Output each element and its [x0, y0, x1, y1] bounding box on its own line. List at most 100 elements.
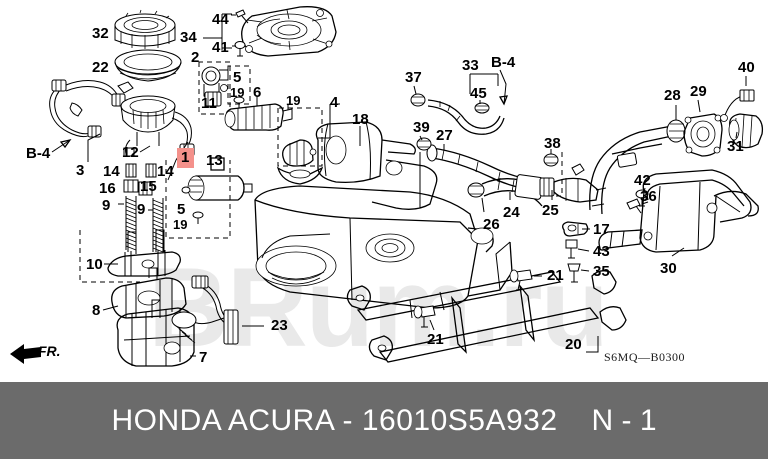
leader-12: [139, 145, 151, 153]
callout-23[interactable]: 23: [271, 317, 288, 334]
part-21a-bolt: [509, 269, 533, 291]
banner-part-title: HONDA ACURA - 16010S5A932: [111, 403, 558, 437]
callout-33[interactable]: 33: [462, 57, 479, 74]
leader-b4-top: [499, 69, 507, 105]
leader-43: [577, 248, 590, 252]
callout-13[interactable]: 13: [206, 152, 223, 169]
callout-45[interactable]: 45: [470, 85, 487, 102]
part-38-clamp: [543, 153, 559, 167]
part-21b-bolt: [413, 305, 436, 328]
leader-3: [87, 133, 101, 162]
leader-4: [322, 103, 340, 139]
banner-page-number: N - 1: [591, 403, 657, 437]
callout-19-upper[interactable]: 19: [230, 85, 245, 100]
callout-31[interactable]: 31: [727, 138, 744, 155]
part-filler-neck: [571, 119, 686, 215]
group-19-box: [277, 107, 323, 167]
section-label-b4-top[interactable]: B-4: [491, 54, 516, 71]
callout-19-mid[interactable]: 19: [286, 93, 301, 108]
callout-30[interactable]: 30: [660, 260, 677, 277]
leader-37: [413, 85, 417, 95]
part-36-bolt: [626, 198, 642, 214]
callout-37[interactable]: 37: [405, 69, 422, 86]
callout-16[interactable]: 16: [99, 180, 116, 197]
callout-14-left[interactable]: 14: [103, 163, 120, 180]
leader-35: [580, 269, 590, 272]
part-1-fuel-filter: [187, 175, 253, 201]
callout-35[interactable]: 35: [593, 263, 610, 280]
part-45-clamp: [474, 102, 490, 114]
part-34-base-plate: [241, 6, 337, 57]
callout-36[interactable]: 36: [640, 188, 657, 205]
part-25-joint: [539, 177, 599, 203]
callout-18[interactable]: 18: [352, 111, 369, 128]
callout-20[interactable]: 20: [565, 336, 582, 353]
callout-5-lower[interactable]: 5: [177, 201, 186, 218]
diagram-canvas[interactable]: BRum.ru: [0, 0, 768, 382]
callout-28[interactable]: 28: [664, 87, 681, 104]
leader-8: [102, 305, 119, 311]
part-16: [123, 179, 139, 193]
callout-10[interactable]: 10: [86, 256, 103, 273]
front-direction-label: FR.: [38, 343, 61, 359]
callout-40[interactable]: 40: [738, 59, 755, 76]
callout-12[interactable]: 12: [122, 144, 139, 161]
callout-2[interactable]: 2: [191, 49, 200, 66]
exploded-parts-artwork: [49, 6, 764, 367]
callout-11[interactable]: 11: [201, 95, 217, 112]
callout-3[interactable]: 3: [76, 162, 85, 179]
callout-21-lower[interactable]: 21: [427, 331, 444, 348]
callout-9-right[interactable]: 9: [137, 201, 146, 218]
part-9b-spring: [152, 198, 164, 253]
callout-17[interactable]: 17: [593, 221, 610, 238]
part-15: [138, 181, 153, 196]
callout-44[interactable]: 44: [212, 11, 229, 28]
callout-22[interactable]: 22: [92, 59, 109, 76]
callout-27[interactable]: 27: [436, 127, 453, 144]
callout-43[interactable]: 43: [593, 243, 610, 260]
callout-14-right[interactable]: 14: [157, 163, 174, 180]
callout-1-highlighted[interactable]: 1: [177, 148, 195, 168]
front-direction-arrow: [10, 344, 41, 364]
callout-38[interactable]: 38: [544, 135, 561, 152]
part-19c-bolt: [192, 211, 204, 224]
callout-39[interactable]: 39: [413, 119, 430, 136]
part-29-flange: [683, 113, 723, 157]
callout-6[interactable]: 6: [253, 84, 262, 101]
callout-42[interactable]: 42: [634, 172, 651, 189]
callout-32[interactable]: 32: [92, 25, 109, 42]
part-11-pump-unit: [201, 66, 229, 107]
part-14b: [145, 163, 157, 178]
part-14a: [125, 163, 137, 178]
part-6-filter: [224, 103, 293, 131]
callout-34[interactable]: 34: [180, 29, 197, 46]
section-label-b4-left[interactable]: B-4: [26, 145, 51, 162]
group-10-dash: [79, 230, 140, 283]
part-44-bolt: [235, 9, 249, 24]
callout-41[interactable]: 41: [212, 39, 229, 56]
part-10-bracket: [107, 229, 181, 277]
callout-26[interactable]: 26: [483, 216, 500, 233]
callout-21-upper[interactable]: 21: [547, 267, 564, 284]
part-35-bolt: [567, 263, 581, 283]
part-18-fuel-tank: [254, 121, 513, 319]
callout-24[interactable]: 24: [503, 204, 520, 221]
callout-8[interactable]: 8: [92, 302, 101, 319]
part-3-wire-harness: [49, 79, 134, 138]
callout-4[interactable]: 4: [330, 94, 339, 111]
callout-25[interactable]: 25: [542, 202, 559, 219]
part-20-tank-straps: [346, 270, 627, 363]
callout-29[interactable]: 29: [690, 83, 707, 100]
callout-19-lower[interactable]: 19: [173, 217, 188, 232]
part-8-cover: [111, 267, 187, 319]
callout-5-upper[interactable]: 5: [233, 69, 242, 86]
callout-15[interactable]: 15: [140, 178, 157, 195]
leader-19b: [287, 104, 322, 139]
part-39-clamp: [416, 137, 432, 151]
part-5b-washer: [181, 186, 191, 194]
callout-7[interactable]: 7: [199, 349, 208, 366]
part-7-housing: [116, 299, 195, 367]
callout-9-left[interactable]: 9: [102, 197, 111, 214]
part-4-sender: [276, 139, 324, 185]
